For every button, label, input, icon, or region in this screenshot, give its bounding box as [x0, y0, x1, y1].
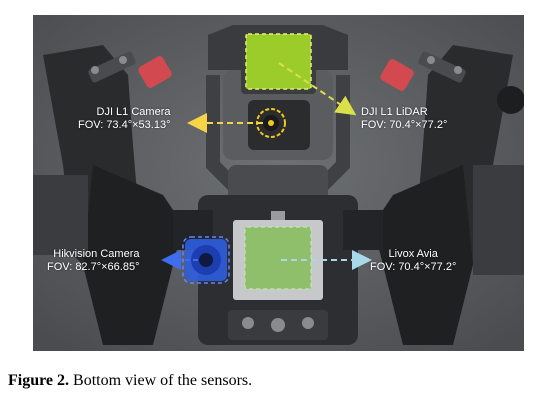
caption-text: Bottom view of the sensors. — [73, 372, 253, 389]
label-livox-avia: Livox Avia FOV: 70.4°×77.2° — [370, 248, 456, 274]
top-right-bracket — [380, 51, 466, 91]
caption-label: Figure 2. — [8, 372, 70, 389]
sensor-name: Livox Avia — [388, 248, 438, 260]
sensor-fov: FOV: 73.4°×53.13° — [78, 119, 171, 131]
bottom-ports — [228, 310, 328, 340]
sensor-name: Hikvision Camera — [53, 248, 140, 260]
left-arm — [33, 45, 183, 345]
sensor-photo-figure: DJI L1 Camera FOV: 73.4°×53.13° DJI L1 L… — [33, 15, 524, 351]
sensor-name: DJI L1 Camera — [96, 106, 171, 118]
arrow-l1-lidar — [278, 62, 357, 116]
sensor-name: DJI L1 LiDAR — [361, 106, 428, 118]
figure-caption: Figure 2. Bottom view of the sensors. — [8, 372, 252, 390]
sensor-fov: FOV: 70.4°×77.2° — [361, 119, 448, 131]
sensor-fov: FOV: 70.4°×77.2° — [370, 261, 457, 273]
livox-avia-sensor — [233, 211, 323, 300]
right-arm — [373, 45, 524, 345]
drone-bottom-view-illustration — [33, 15, 524, 351]
label-l1-lidar: DJI L1 LiDAR FOV: 70.4°×77.2° — [361, 106, 447, 132]
l1-lidar-panel — [241, 29, 316, 94]
sensor-fov: FOV: 82.7°×66.85° — [47, 261, 140, 273]
hikvision-camera — [182, 236, 230, 284]
top-left-bracket — [88, 51, 172, 88]
l1-camera-lens — [248, 100, 310, 150]
label-l1-camera: DJI L1 Camera FOV: 73.4°×53.13° — [78, 106, 170, 132]
label-hikvision-camera: Hikvision Camera FOV: 82.7°×66.85° — [47, 248, 139, 274]
